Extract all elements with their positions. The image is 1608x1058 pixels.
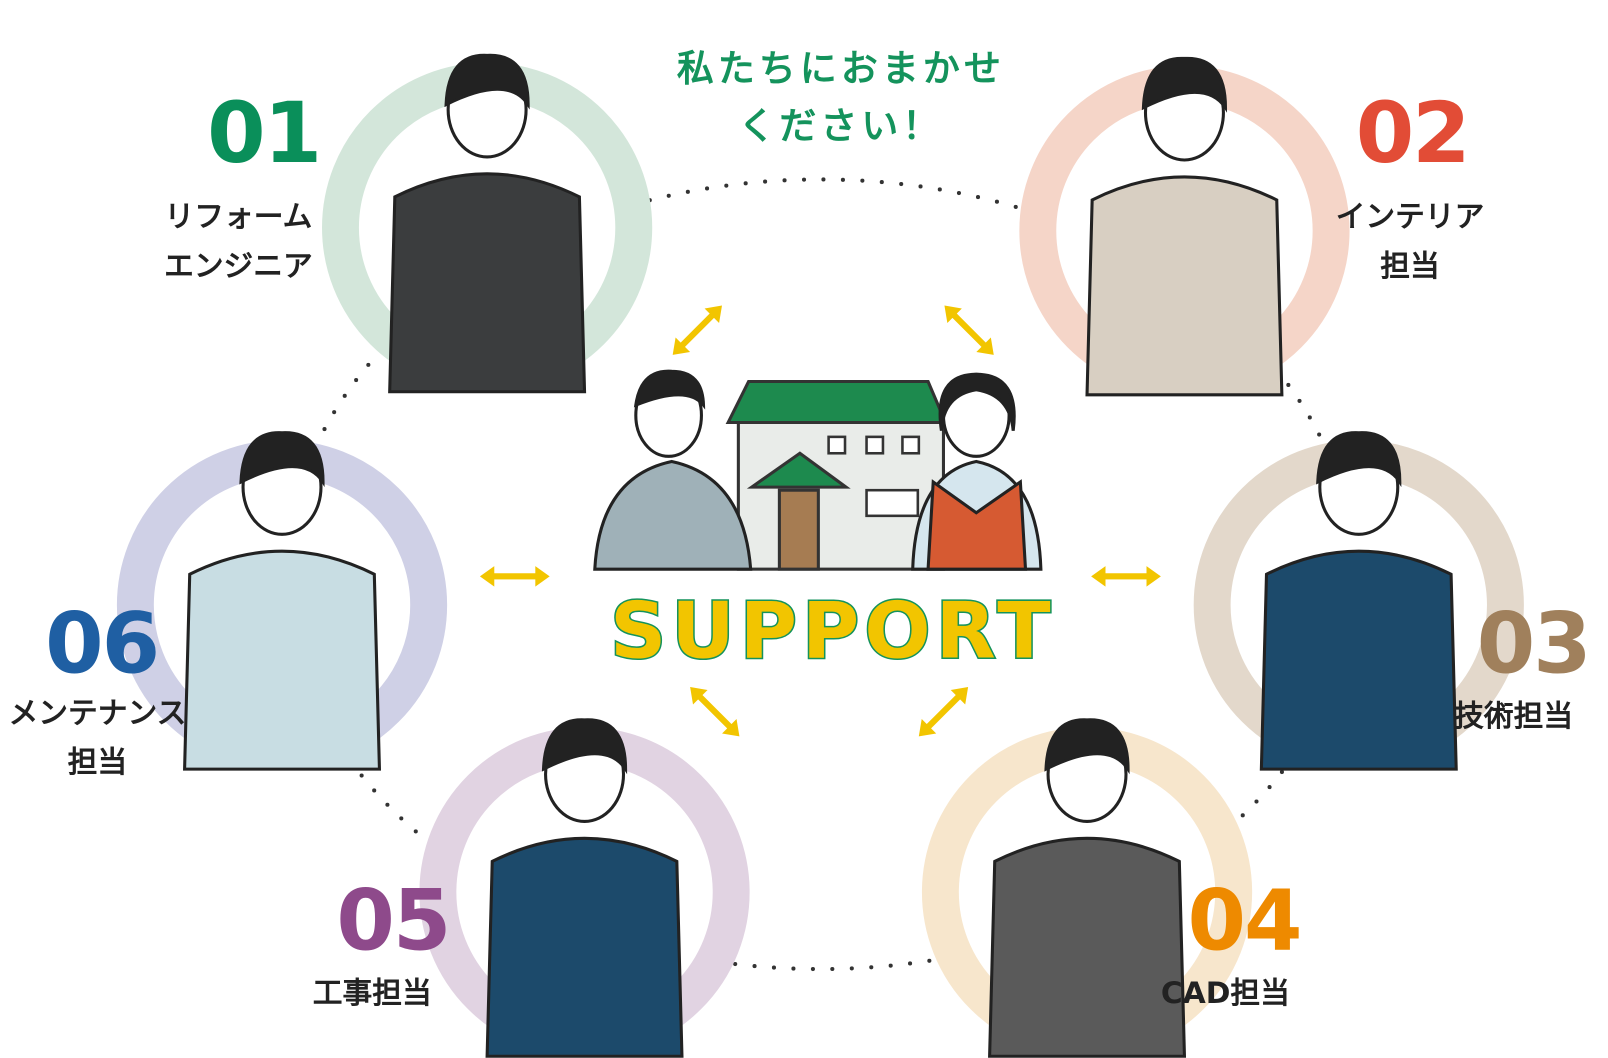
role-label-05: 工事担当 <box>312 975 432 1011</box>
role-label-06: メンテナンス担当 <box>0 689 195 787</box>
house-icon <box>725 379 948 571</box>
role-number-05: 05 <box>336 872 451 971</box>
staff-figure-03 <box>1259 431 1458 771</box>
role-number-03: 03 <box>1476 595 1592 694</box>
role-label-03: 技術担当 <box>1454 698 1574 734</box>
role-number-04: 04 <box>1187 872 1303 971</box>
role-label-line: 担当 <box>67 744 128 780</box>
role-label-01: リフォームエンジニア <box>164 193 313 291</box>
role-label-line: リフォーム <box>164 198 313 234</box>
double-arrow-icon <box>672 305 722 355</box>
tagline-line1: 私たちにおまかせ <box>676 48 1005 91</box>
customer-woman <box>911 372 1043 571</box>
tagline-line2: ください！ <box>738 105 944 148</box>
role-label-line: インテリア <box>1335 198 1485 234</box>
staff-figure-04 <box>988 718 1187 1058</box>
role-label-line: 担当 <box>1380 248 1440 283</box>
role-label-line: エンジニア <box>164 248 313 283</box>
double-arrow-icon <box>690 687 740 737</box>
tagline: 私たちにおまかせ ください！ <box>656 41 1025 155</box>
staff-figure-02 <box>1085 56 1284 397</box>
role-number-06: 06 <box>45 595 160 694</box>
role-label-04: CAD担当 <box>1160 975 1290 1011</box>
double-arrow-icon <box>944 305 994 355</box>
role-number-01: 01 <box>207 85 322 183</box>
role-label-02: インテリア担当 <box>1328 193 1492 291</box>
double-arrow-icon <box>918 687 969 737</box>
staff-figure-05 <box>485 718 684 1058</box>
staff-figure-01 <box>388 53 587 394</box>
double-arrow-icon <box>479 566 550 587</box>
role-label-line: メンテナンス <box>8 695 187 731</box>
customer-man <box>593 369 753 571</box>
role-number-02: 02 <box>1355 85 1471 183</box>
support-title: SUPPORT <box>609 583 1056 677</box>
double-arrow-icon <box>1091 566 1161 587</box>
staff-figure-06 <box>183 431 382 771</box>
